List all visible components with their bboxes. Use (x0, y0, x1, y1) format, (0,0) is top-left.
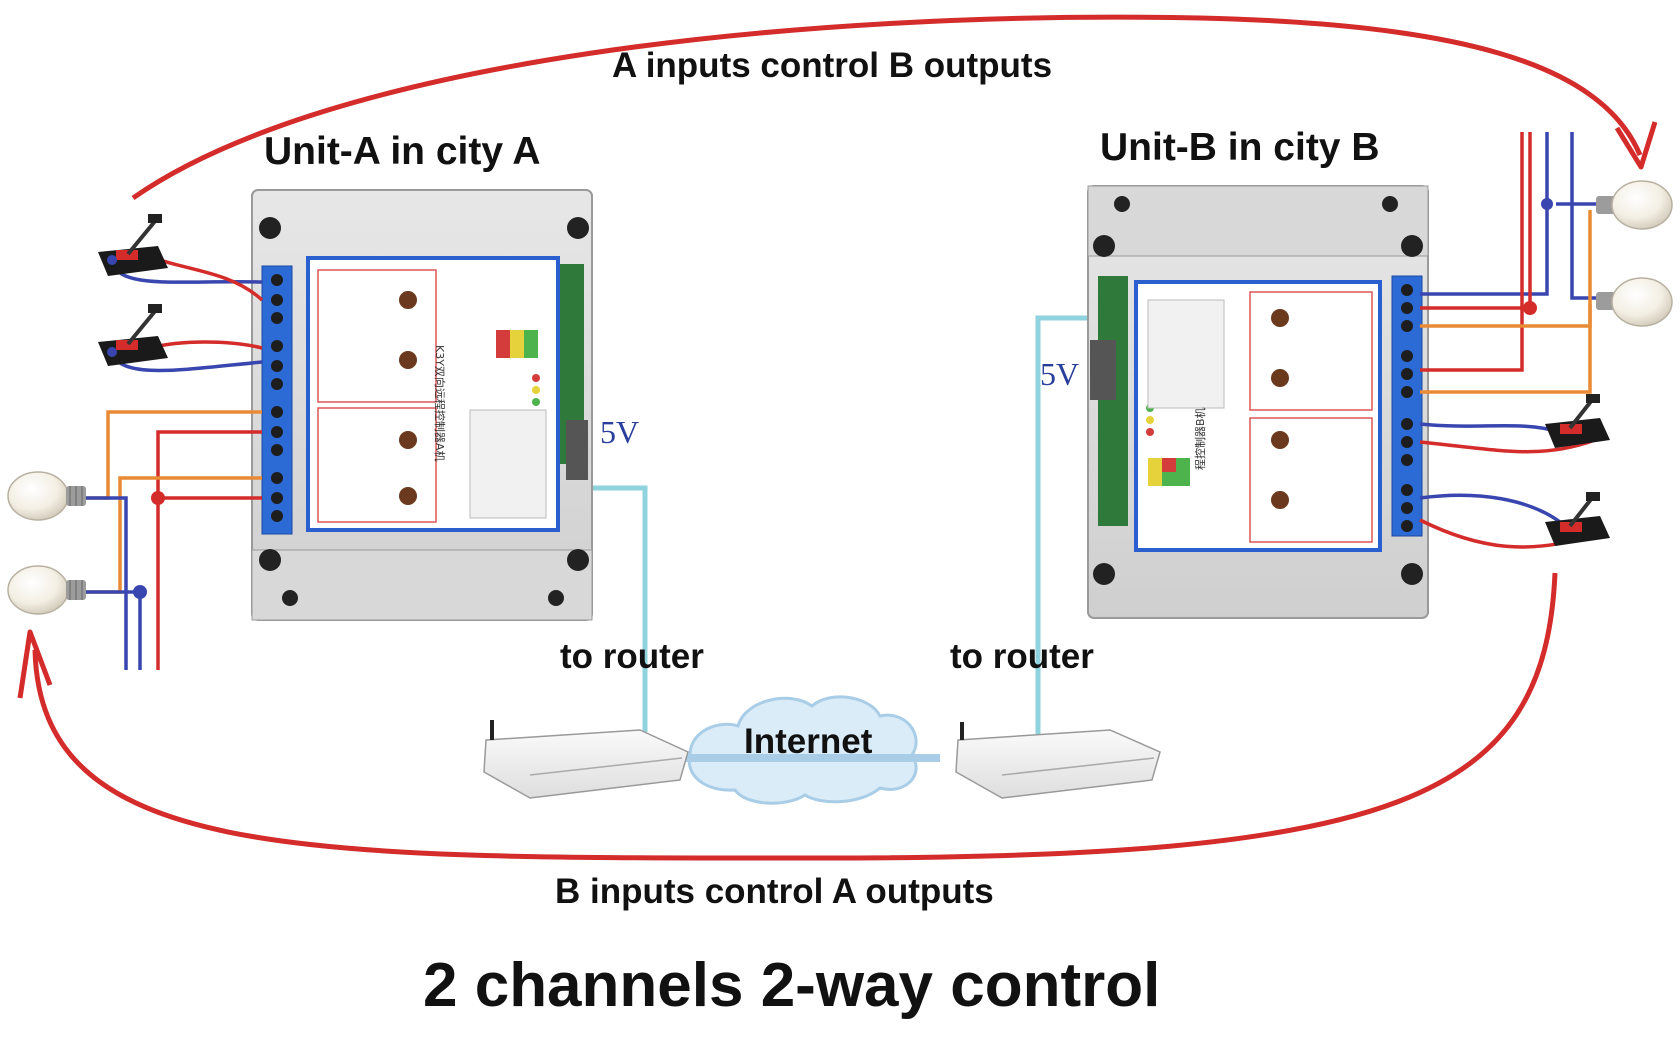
light-bulb-icon (7, 471, 86, 521)
wifi-router-icon (483, 720, 689, 799)
unit-b-power-label: 5V (1040, 356, 1080, 392)
toggle-switch-icon (98, 304, 168, 366)
toggle-switch-icon (98, 214, 168, 276)
unit-b-title: Unit-B in city B (1100, 126, 1380, 169)
unit-a-title: Unit-A in city A (264, 130, 541, 173)
unit-a-device (251, 189, 593, 621)
unit-b-router-label: to router (950, 637, 1094, 676)
toggle-switch-icon (1545, 394, 1610, 448)
light-bulb-icon (1596, 180, 1673, 230)
wiring-unit-b (1419, 132, 1605, 549)
flow-label-a-to-b: A inputs control B outputs (612, 46, 1053, 85)
wifi-router-icon (955, 722, 1161, 799)
cloud-icon (680, 695, 940, 805)
toggle-switch-icon (1545, 492, 1610, 546)
flow-arrow-a-to-b (131, 14, 1658, 201)
flow-arrow-b-to-a (17, 572, 1558, 861)
page-title: 2 channels 2-way control (423, 951, 1161, 1020)
light-bulb-icon (7, 565, 86, 615)
wiring-unit-a (80, 254, 264, 670)
light-bulb-icon (1596, 277, 1673, 327)
unit-a-decal: K3Y双向远程控制器A机 (433, 345, 446, 462)
unit-b-decal: 程控制器B机 (1194, 407, 1207, 470)
internet-label: Internet (744, 722, 873, 761)
network-cable-a (590, 485, 648, 732)
unit-a-power-label: 5V (600, 414, 640, 450)
flow-label-b-to-a: B inputs control A outputs (555, 872, 994, 911)
unit-a-router-label: to router (560, 637, 704, 676)
network-cable-b (1035, 315, 1110, 735)
unit-b-device (1087, 185, 1429, 619)
